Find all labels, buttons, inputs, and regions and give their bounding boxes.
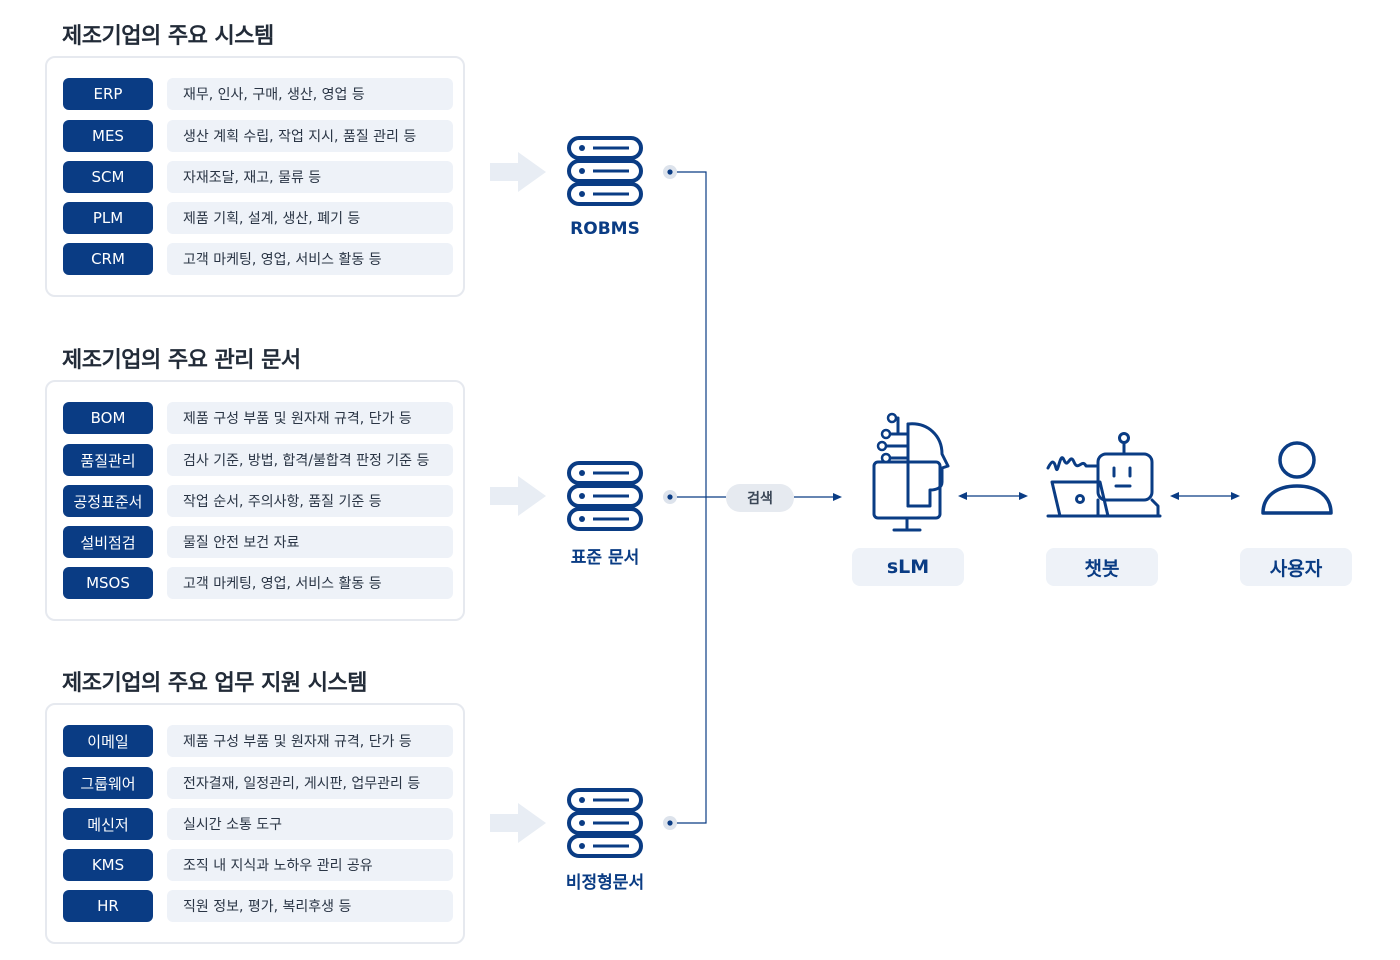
item-tag: KMS [63,849,153,881]
db-label-standard-doc: 표준 문서 [570,548,640,568]
node-label-chatbot: 챗봇 [1046,548,1158,586]
item-tag: HR [63,890,153,922]
flow-arrow-support [490,803,546,843]
item-desc: 고객 마케팅, 영업, 서비스 활동 등 [167,567,453,599]
item-desc: 물질 안전 보건 자료 [167,526,453,558]
db-label-robms: ROBMS [570,219,640,239]
database-icon [567,136,643,206]
item-tag: MSOS [63,567,153,599]
item-tag: CRM [63,243,153,275]
database-icon [567,788,643,858]
section-title-support: 제조기업의 주요 업무 지원 시스템 [62,671,368,696]
section-title-systems: 제조기업의 주요 시스템 [62,24,274,49]
robot-laptop-icon [1046,432,1162,518]
item-desc: 제품 구성 부품 및 원자재 규격, 단가 등 [167,402,453,434]
ai-head-icon [872,412,950,532]
item-desc: 조직 내 지식과 노하우 관리 공유 [167,849,453,881]
node-label-user: 사용자 [1240,548,1352,586]
item-tag: 품질관리 [63,444,153,476]
panel-documents: BOM 제품 구성 부품 및 원자재 규격, 단가 등 품질관리 검사 기준, … [45,380,465,621]
connector-dots [663,165,677,830]
item-tag: 이메일 [63,725,153,757]
item-desc: 실시간 소통 도구 [167,808,453,840]
item-tag: 설비점검 [63,526,153,558]
panel-systems: ERP 재무, 인사, 구매, 생산, 영업 등 MES 생산 계획 수립, 작… [45,56,465,297]
flow-arrow-systems [490,152,546,192]
item-tag: 메신저 [63,808,153,840]
node-label-slm: sLM [852,548,964,586]
database-icon [567,461,643,531]
item-tag: BOM [63,402,153,434]
item-desc: 검사 기준, 방법, 합격/불합격 판정 기준 등 [167,444,453,476]
item-desc: 직원 정보, 평가, 복리후생 등 [167,890,453,922]
panel-support: 이메일 제품 구성 부품 및 원자재 규격, 단가 등 그룹웨어 전자결재, 일… [45,703,465,944]
item-desc: 고객 마케팅, 영업, 서비스 활동 등 [167,243,453,275]
item-desc: 제품 기획, 설계, 생산, 폐기 등 [167,202,453,234]
item-tag: MES [63,120,153,152]
db-label-unstructured-doc: 비정형문서 [565,873,645,893]
item-tag: 공정표준서 [63,485,153,517]
flow-arrow-documents [490,476,546,516]
arrowhead-to-slm [833,493,842,501]
item-tag: 그룹웨어 [63,767,153,799]
item-tag: ERP [63,78,153,110]
user-icon [1261,441,1333,515]
item-desc: 자재조달, 재고, 물류 등 [167,161,453,193]
item-tag: SCM [63,161,153,193]
item-desc: 전자결재, 일정관리, 게시판, 업무관리 등 [167,767,453,799]
item-desc: 생산 계획 수립, 작업 지시, 품질 관리 등 [167,120,453,152]
item-desc: 재무, 인사, 구매, 생산, 영업 등 [167,78,453,110]
item-desc: 작업 순서, 주의사항, 품질 기준 등 [167,485,453,517]
item-desc: 제품 구성 부품 및 원자재 규격, 단가 등 [167,725,453,757]
section-title-documents: 제조기업의 주요 관리 문서 [62,348,301,373]
item-tag: PLM [63,202,153,234]
search-label: 검색 [726,484,794,512]
